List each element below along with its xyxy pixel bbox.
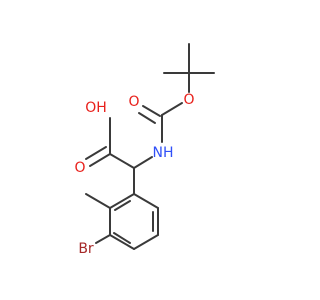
bond-nh-to-alpha: [133, 156, 153, 169]
ring-bond-1: [133, 193, 159, 209]
bond-alpha-to-acid-c: [109, 153, 135, 169]
bond-ring-to-br: [95, 234, 111, 244]
ring-inner-double-2: [113, 232, 131, 244]
bond-acid-double-b: [85, 146, 107, 160]
bond-acid-double-a: [89, 153, 111, 167]
atom-label-br: Br: [78, 241, 94, 257]
atom-label-layer: OH O NH O O Br: [74, 92, 194, 257]
bond-layer: [85, 43, 215, 250]
atom-label-carbamate-carbonyl-o: O: [128, 94, 139, 110]
bond-carbonyl-double-a: [142, 105, 161, 117]
ring-inner-double-3: [114, 200, 131, 211]
atom-label-oh: OH: [85, 100, 107, 116]
structure-canvas: OH O NH O O Br: [74, 43, 215, 257]
molecule-structure: OH O NH O O Br: [74, 43, 215, 257]
atom-label-acid-carbonyl-o: O: [74, 160, 85, 176]
atom-label-nh: NH: [153, 145, 174, 161]
bond-ring-to-methyl: [85, 193, 111, 209]
ring-bond-4: [109, 234, 135, 250]
bond-ester-o-to-carbonyl-c: [161, 102, 183, 116]
ring-bond-3: [133, 234, 159, 250]
atom-label-ester-o: O: [183, 92, 194, 108]
ring-bond-6: [109, 193, 135, 209]
bond-carbonyl-double-b: [138, 112, 156, 124]
